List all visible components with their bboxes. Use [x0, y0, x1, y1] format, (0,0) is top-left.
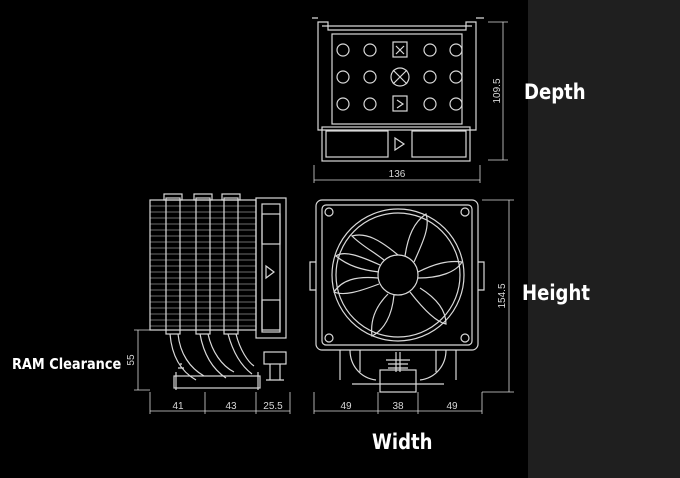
dim-side-a: 41: [172, 401, 184, 412]
top-dim-lines: [313, 21, 508, 183]
dim-front-center: 38: [392, 401, 404, 412]
depth-label: Depth: [524, 80, 586, 104]
dim-top-depth: 109.5: [492, 78, 503, 103]
width-label: Width: [372, 430, 433, 454]
front-dim-lines: [313, 199, 514, 414]
right-panel: [528, 0, 680, 478]
front-view: [309, 199, 485, 393]
dim-front-left: 49: [340, 401, 352, 412]
dim-side-b: 43: [225, 401, 237, 412]
dim-height: 154.5: [497, 283, 508, 308]
height-label: Height: [522, 281, 590, 305]
side-view: [149, 193, 287, 390]
top-view: [312, 17, 484, 162]
ram-clearance-label: RAM Clearance: [12, 355, 122, 373]
side-dim-lines: [134, 329, 291, 414]
dim-top-width: 136: [389, 169, 406, 180]
dim-ram: 55: [126, 354, 137, 366]
dim-front-right: 49: [446, 401, 458, 412]
dim-side-c: 25.5: [263, 401, 283, 412]
